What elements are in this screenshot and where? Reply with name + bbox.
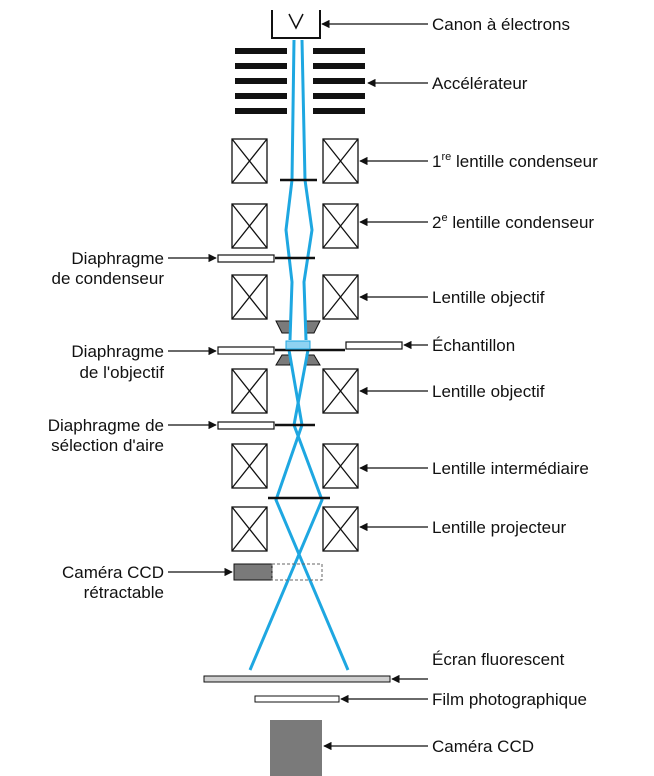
label-camera-ccd: Caméra CCD: [432, 737, 534, 756]
left-leaders: [168, 253, 233, 577]
specimen: [285, 340, 311, 350]
condenser-lens-1: [231, 138, 359, 184]
label-diaph-obj-2: de l'objectif: [79, 363, 164, 382]
projector-lens: [231, 506, 359, 552]
label-film: Film photographique: [432, 690, 587, 709]
label-camera-retract-1: Caméra CCD: [62, 563, 164, 582]
label-diaph-sel-2: sélection d'aire: [51, 436, 164, 455]
retractable-ccd-camera: [233, 563, 323, 581]
label-camera-retract-2: rétractable: [84, 583, 164, 602]
label-condenser-1: 1re lentille condenseur: [432, 151, 598, 171]
label-ecran: Écran fluorescent: [432, 650, 565, 669]
condenser-aperture-holder: [217, 254, 275, 263]
beam-apertures: [268, 178, 345, 500]
label-diaph-cond-1: Diaphragme: [71, 249, 164, 268]
label-intermediaire: Lentille intermédiaire: [432, 459, 589, 478]
label-canon: Canon à électrons: [432, 15, 570, 34]
label-accelerateur: Accélérateur: [432, 74, 528, 93]
intermediate-lens: [231, 443, 359, 489]
lens-boxes: [231, 138, 359, 552]
objective-aperture-holder: [217, 346, 275, 355]
objective-lens-lower: [231, 368, 359, 414]
right-leaders: [321, 19, 428, 751]
label-diaph-sel-1: Diaphragme de: [48, 416, 164, 435]
objective-pole-pieces: [275, 320, 321, 366]
label-diaph-obj-1: Diaphragme: [71, 342, 164, 361]
label-objectif-upper: Lentille objectif: [432, 288, 545, 307]
electron-gun: [271, 10, 321, 39]
label-echantillon: Échantillon: [432, 336, 515, 355]
accelerator-plates: [235, 48, 365, 114]
condenser-lens-2: [231, 203, 359, 249]
specimen-holder: [345, 341, 403, 350]
area-selection-holder: [217, 421, 275, 430]
fluorescent-screen: [203, 675, 391, 683]
diaphragm-holders: [217, 254, 403, 430]
label-projecteur: Lentille projecteur: [432, 518, 567, 537]
ccd-camera: [270, 720, 322, 776]
label-objectif-lower: Lentille objectif: [432, 382, 545, 401]
objective-lens-upper: [231, 274, 359, 320]
electron-beam: [248, 39, 350, 671]
label-condenser-2: 2e lentille condenseur: [432, 212, 594, 232]
photographic-film: [254, 695, 340, 703]
label-diaph-cond-2: de condenseur: [52, 269, 165, 288]
